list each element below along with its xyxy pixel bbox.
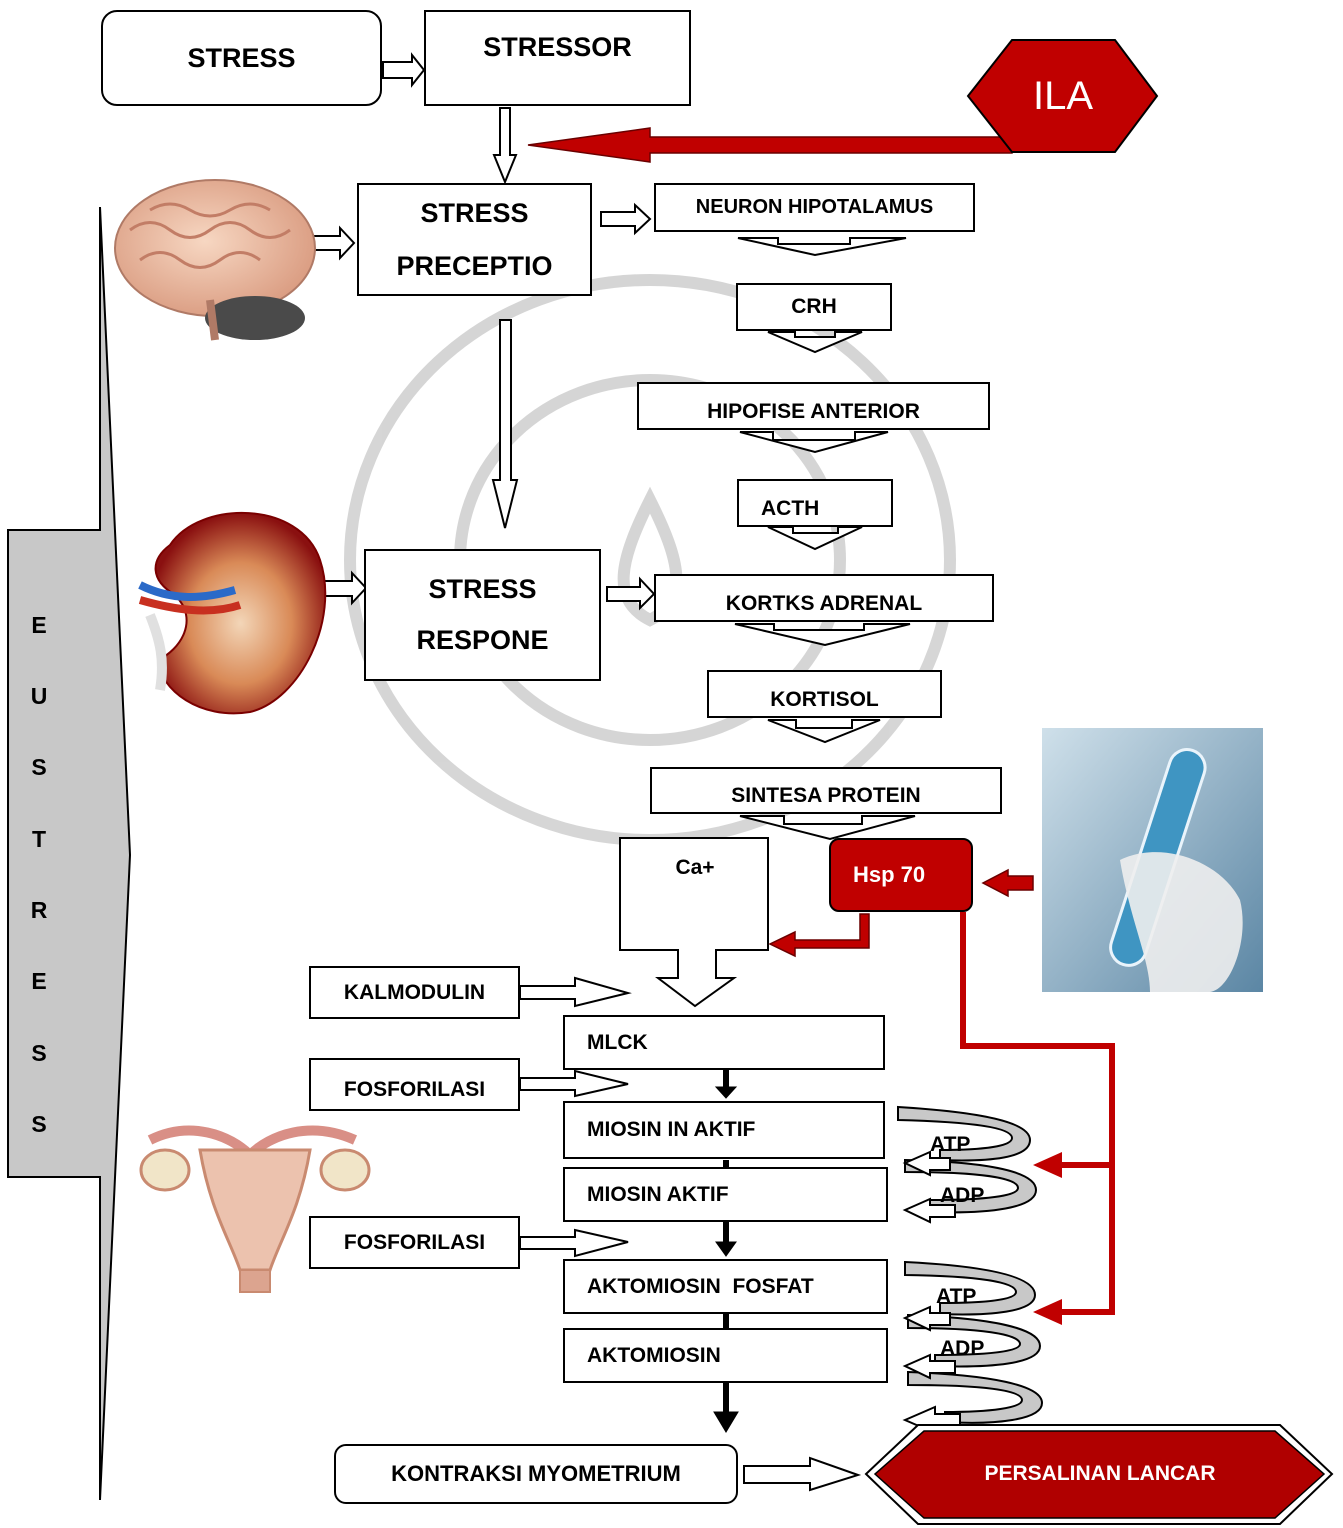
eustress-letter-s1: S xyxy=(24,754,54,781)
neuron-hipotalamus-box: NEURON HIPOTALAMUS xyxy=(654,183,975,232)
arrow-perceptio-respone xyxy=(493,320,517,528)
hsp70-box: Hsp 70 xyxy=(829,838,973,912)
arrow-kidney-respone xyxy=(322,573,366,603)
eustress-letter-t: T xyxy=(24,826,54,853)
aktomiosin-fosfat-box: AKTOMIOSIN FOSFAT xyxy=(563,1259,888,1314)
chevron-acth-kortks xyxy=(768,527,862,549)
persalinan-label: PERSALINAN LANCAR xyxy=(875,1462,1325,1486)
eustress-letter-r: R xyxy=(24,897,54,924)
chevron-hipofise-acth xyxy=(740,432,888,452)
arrow-kontraksi-persalinan xyxy=(744,1458,858,1490)
kortisol-box: KORTISOL xyxy=(707,670,942,718)
arrow-stressor-perceptio xyxy=(494,108,516,182)
stressor-box: STRESSOR xyxy=(424,10,691,106)
kidney-illustration xyxy=(140,513,325,713)
mlck-box: MLCK xyxy=(563,1015,885,1070)
fosforilasi-box-1: FOSFORILASI xyxy=(309,1058,520,1111)
kortks-adrenal-box: KORTKS ADRENAL xyxy=(654,574,994,622)
ila-label: ILA xyxy=(968,74,1158,119)
chevron-sintesa-hsp xyxy=(740,816,915,839)
arrow-stress-stressor xyxy=(383,55,424,85)
eustress-letter-s2: S xyxy=(24,1040,54,1067)
miosin-inaktif-box: MIOSIN IN AKTIF xyxy=(563,1101,885,1159)
arrow-fosforilasi-1 xyxy=(520,1071,628,1096)
hipofise-anterior-box: HIPOFISE ANTERIOR xyxy=(637,382,990,430)
atp-label-2: ATP xyxy=(936,1285,976,1309)
acth-box: ACTH xyxy=(737,479,893,527)
arrow-perceptio-neuron xyxy=(601,205,650,233)
brain-illustration xyxy=(115,180,315,340)
sintesa-protein-box: SINTESA PROTEIN xyxy=(650,767,1002,814)
adp-label-1: ADP xyxy=(940,1184,984,1208)
miosin-aktif-box: MIOSIN AKTIF xyxy=(563,1167,888,1222)
arrow-kalmodulin xyxy=(520,978,628,1006)
fosforilasi-box-2: FOSFORILASI xyxy=(309,1216,520,1269)
eustress-letter-s3: S xyxy=(24,1111,54,1138)
chevron-kortisol-sintesa xyxy=(768,720,880,742)
chevron-neuron-crh xyxy=(738,238,906,255)
atp-label-1: ATP xyxy=(930,1133,970,1157)
arrow-fosforilasi-2 xyxy=(520,1230,628,1256)
aktomiosin-box: AKTOMIOSIN xyxy=(563,1328,888,1383)
kalmodulin-box: KALMODULIN xyxy=(309,966,520,1019)
crh-box: CRH xyxy=(736,283,892,331)
eustress-letter-e2: E xyxy=(24,968,54,995)
test-tube-photo xyxy=(1042,728,1263,992)
ca-label: Ca+ xyxy=(622,856,768,880)
eustress-letter-e1: E xyxy=(24,612,54,639)
eustress-letter-u: U xyxy=(24,683,54,710)
adp-label-2: ADP xyxy=(940,1337,984,1361)
eustress-arrow xyxy=(8,207,130,1500)
stress-box: STRESS xyxy=(101,10,382,106)
kontraksi-myometrium-box: KONTRAKSI MYOMETRIUM xyxy=(334,1444,738,1504)
